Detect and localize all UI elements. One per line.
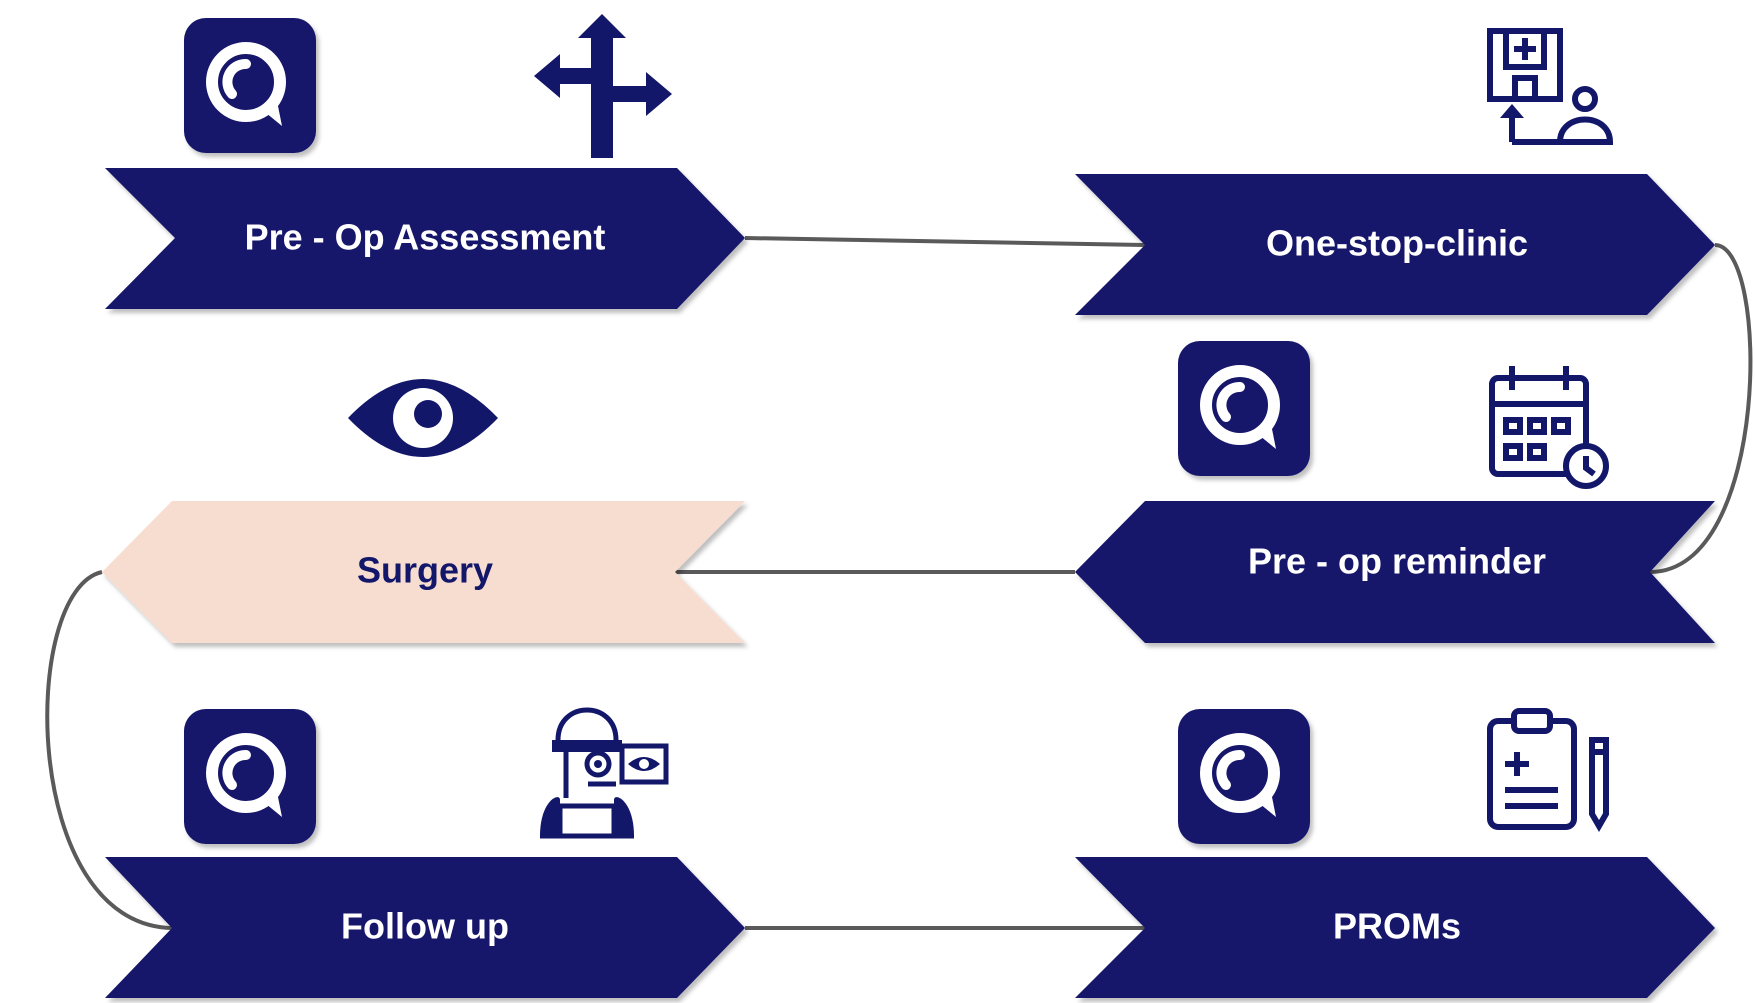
chat-app-icon — [1178, 709, 1310, 844]
step-label-follow-up: Follow up — [341, 906, 509, 947]
connector-clinic-to-reminder — [1649, 243, 1753, 574]
step-label-pre-op-assessment: Pre - Op Assessment — [245, 217, 606, 258]
step-surgery: Surgery — [102, 501, 745, 643]
chat-app-icon — [1178, 341, 1310, 476]
calendar-clock-icon — [1489, 366, 1609, 489]
step-follow-up: Follow up — [105, 857, 745, 998]
step-pre-op-reminder: Pre - op reminder — [1075, 501, 1715, 643]
hospital-patient-icon — [1487, 28, 1614, 145]
step-label-surgery: Surgery — [357, 550, 493, 591]
step-pre-op-assessment: Pre - Op Assessment — [105, 168, 745, 309]
connector-surgery-to-followup — [45, 570, 173, 930]
signpost-icon — [534, 14, 672, 158]
step-label-proms: PROMs — [1333, 906, 1461, 947]
connectors — [45, 236, 1753, 930]
chat-app-icon — [184, 709, 316, 844]
step-one-stop-clinic: One-stop-clinic — [1075, 174, 1715, 315]
step-label-one-stop-clinic: One-stop-clinic — [1266, 223, 1528, 264]
eye-icon — [348, 379, 498, 457]
eye-exam-icon — [540, 707, 669, 839]
chat-app-icon — [184, 18, 316, 153]
step-label-pre-op-reminder: Pre - op reminder — [1248, 541, 1546, 582]
clipboard-pencil-icon — [1487, 708, 1609, 832]
step-proms: PROMs — [1075, 857, 1715, 998]
connector-assessment-to-clinic — [744, 236, 1146, 247]
